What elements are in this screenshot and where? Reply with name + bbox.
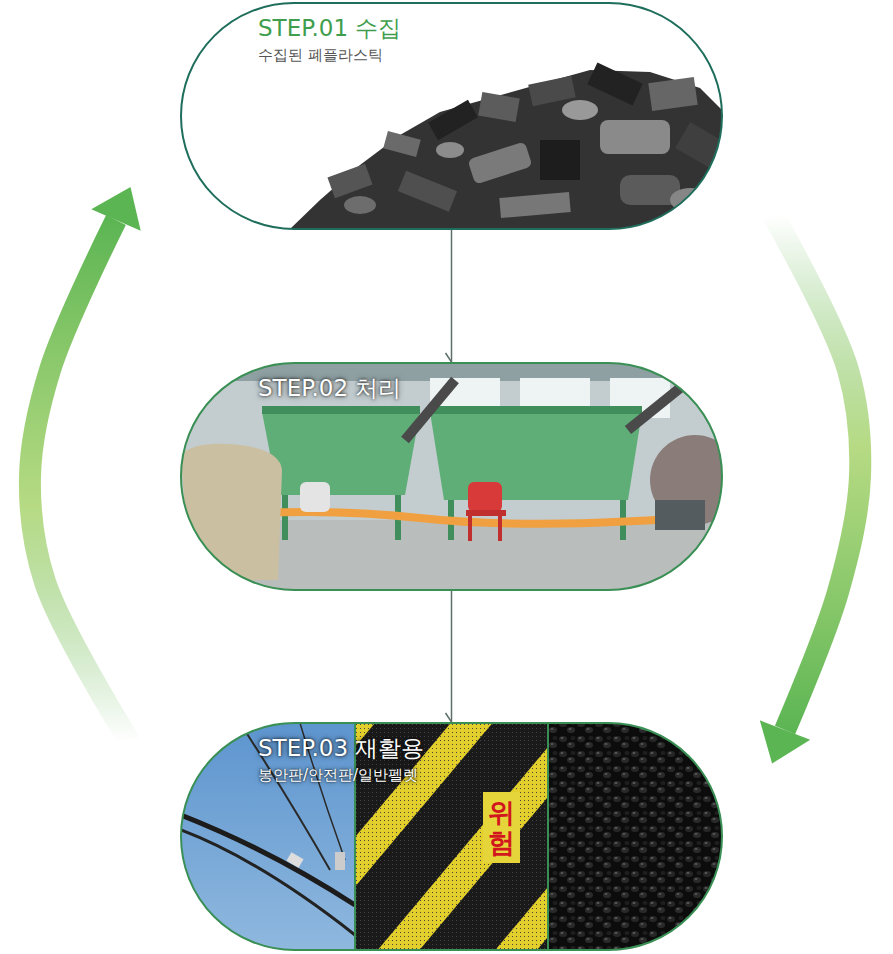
text-group: STEP.01 수집수집된 폐플라스틱 xyxy=(180,2,401,65)
red-chair xyxy=(498,515,502,541)
plastic-piece xyxy=(398,171,457,212)
motor xyxy=(655,500,705,530)
product-photos xyxy=(181,723,722,950)
red-chair xyxy=(468,515,472,541)
step-arrow-line xyxy=(451,230,453,362)
flow-arrow xyxy=(446,230,452,362)
flow-arrow xyxy=(30,187,141,742)
plastic-piece xyxy=(648,77,697,111)
text-group: STEP.03 재활용봉안판/안전판/일반펠렛 xyxy=(180,722,424,785)
big-bag xyxy=(181,444,282,580)
plastic-piece xyxy=(478,92,520,122)
wire-cover xyxy=(335,852,345,870)
machine-hopper xyxy=(262,412,420,495)
machine-rim xyxy=(430,406,642,414)
red-chair xyxy=(468,482,502,512)
cycle-arrow-band xyxy=(773,215,860,730)
machine-leg xyxy=(282,495,288,540)
flow-arrow xyxy=(760,215,861,764)
pill-border xyxy=(181,723,722,950)
machine-rim xyxy=(262,406,420,414)
step-pill: STEP.03 재활용봉안판/안전판/일반펠렛 xyxy=(180,722,723,951)
step-subtitle: 수집된 폐플라스틱 xyxy=(258,46,401,66)
photo-ground xyxy=(180,3,722,229)
step-heading: STEP.02 처리 xyxy=(258,374,401,404)
conveyor xyxy=(405,380,455,440)
plastic-piece xyxy=(344,196,376,214)
flow-arrow xyxy=(446,591,452,722)
plastic-piece xyxy=(675,122,722,168)
plastic-piece xyxy=(562,100,598,120)
wire-cover xyxy=(286,852,303,868)
step-arrow-line xyxy=(451,591,453,722)
power-wire xyxy=(181,815,355,905)
plastic-piece xyxy=(540,140,580,180)
plant-photo xyxy=(181,363,722,590)
plastic-pile xyxy=(180,3,722,229)
power-wire xyxy=(181,830,355,935)
panel-divider xyxy=(547,723,549,950)
step-subtitle: 봉안판/안전판/일반펠렛 xyxy=(258,766,424,786)
plastic-piece xyxy=(428,100,478,140)
plastic-piece xyxy=(670,188,710,212)
machine-hopper xyxy=(430,412,642,500)
pill-border xyxy=(181,3,722,229)
step-pill: STEP.01 수집수집된 폐플라스틱 xyxy=(180,2,723,230)
plastic-piece xyxy=(528,76,576,107)
plastic-piece xyxy=(436,142,464,158)
step-arrow-head xyxy=(446,353,452,362)
pill-border xyxy=(181,363,722,590)
step-pill: STEP.02 처리 xyxy=(180,362,723,591)
pile-mass xyxy=(290,70,722,229)
conveyor xyxy=(628,380,690,430)
text-group: STEP.02 처리 xyxy=(180,362,401,404)
step-heading: STEP.03 재활용 xyxy=(258,734,424,764)
white-chair xyxy=(300,482,330,512)
step-arrow-head xyxy=(446,713,452,722)
plastic-piece xyxy=(499,192,570,218)
cycle-arrow-head xyxy=(760,720,810,763)
plastic-piece xyxy=(467,141,532,184)
warning-sign-text: 위험 xyxy=(483,792,520,863)
plastic-piece xyxy=(587,63,642,106)
plastic-piece xyxy=(600,120,670,154)
pellet-photo xyxy=(548,723,722,950)
plastic-piece xyxy=(327,164,372,198)
plastic-piece xyxy=(383,131,421,157)
step-heading: STEP.01 수집 xyxy=(258,14,401,44)
cycle-arrow-band xyxy=(30,220,130,742)
cycle-arrow-head xyxy=(91,187,140,231)
